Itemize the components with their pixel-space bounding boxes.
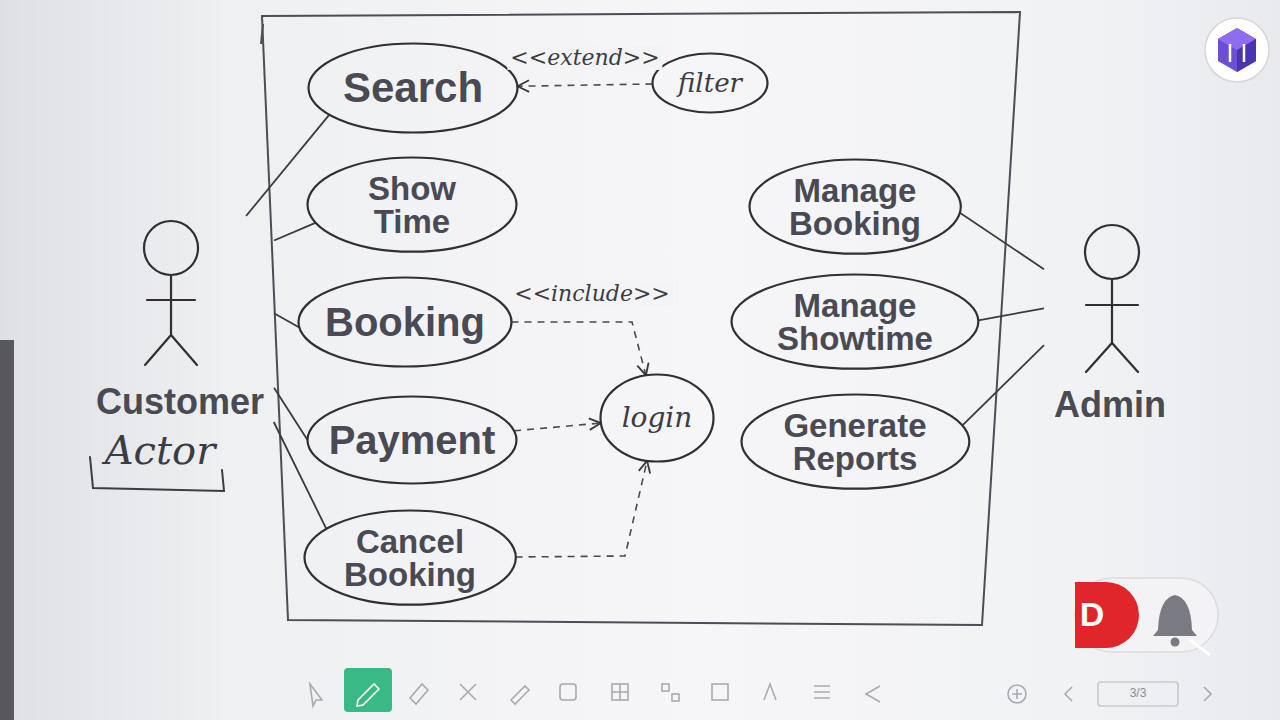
association-line (962, 345, 1044, 426)
toolbar (1008, 685, 1026, 703)
actor-figure: Customer (86, 216, 274, 422)
toolbar (1065, 687, 1072, 701)
subscribe-button (1190, 640, 1210, 655)
stick-figure-head (1085, 225, 1139, 279)
toolbar (310, 668, 1211, 712)
channel-logo (1230, 44, 1244, 62)
use-case-ellipse: Payment (306, 395, 518, 485)
subscribe-button (1171, 638, 1180, 647)
ellipse-outline (749, 160, 960, 254)
subscribe-button (1075, 578, 1218, 652)
actor-figure: Admin (1044, 220, 1176, 425)
page-counter: 3/3 (1130, 687, 1147, 700)
toolbar (344, 668, 392, 712)
presenter-shirt (0, 340, 14, 720)
ellipse-outline (732, 275, 979, 369)
toolbar (662, 684, 669, 691)
use-case-ellipse: Manage Showtime (730, 273, 980, 370)
stick-figure-head (144, 221, 198, 275)
system-boundary (261, 24, 263, 44)
use-case-name: Payment (329, 420, 496, 460)
use-case-ellipse: Manage Booking (748, 158, 962, 255)
toolbar (764, 684, 776, 700)
channel-logo (1205, 18, 1269, 82)
use-case-ellipse: Cancel Booking (303, 509, 517, 606)
use-case-name: Show Time (327, 172, 497, 238)
dependency-arrow (514, 423, 601, 431)
ellipse-outline (308, 158, 517, 252)
system-boundary (261, 12, 1020, 625)
ellipse-outline (308, 397, 517, 484)
ellipse-outline (601, 375, 714, 462)
toolbar (310, 684, 322, 706)
dependency-arrow (516, 461, 647, 557)
stick-figure-limb (147, 299, 195, 301)
use-case-name: login (622, 404, 693, 432)
channel-logo (1218, 28, 1256, 72)
toolbar (672, 694, 679, 701)
stereotype-label: <<include>> (511, 282, 673, 306)
association-line (274, 223, 315, 241)
handwritten-note: Actor (105, 428, 216, 472)
use-case-name: Manage Showtime (770, 289, 940, 355)
use-case-name: Search (343, 67, 483, 109)
actor-name: Customer (96, 381, 264, 422)
stick-figure (1085, 225, 1139, 372)
stick-figure (144, 221, 198, 365)
channel-logo (1205, 18, 1269, 82)
association-line (274, 313, 299, 327)
dependency-arrow (512, 322, 646, 375)
use-case-name: filter (678, 70, 742, 96)
stick-figure-limb (170, 275, 172, 335)
ellipse-outline (741, 395, 969, 489)
toolbar (1204, 687, 1211, 701)
toolbar (511, 686, 529, 704)
actor-name: Admin (1054, 384, 1166, 425)
ellipse-outline (309, 44, 518, 133)
toolbar (410, 684, 428, 704)
stick-figure-limb (1111, 279, 1113, 343)
presenter-shirt (0, 340, 14, 720)
association-line (246, 115, 329, 216)
use-case-ellipse: Generate Reports (740, 393, 971, 490)
use-case-ellipse: Search (307, 42, 519, 134)
ellipse-outline (299, 278, 512, 367)
use-case-ellipse: filter (651, 52, 769, 114)
toolbar (814, 686, 830, 698)
toolbar (1098, 682, 1178, 706)
subscribe-button (1075, 578, 1218, 655)
use-case-name: Manage Booking (770, 174, 940, 240)
stick-figure-limb (1086, 343, 1138, 372)
toolbar (1012, 689, 1022, 699)
subscribe-logo-letter: D (1080, 596, 1105, 633)
association-line (978, 308, 1044, 320)
ellipse-outline (304, 511, 515, 605)
dependency-arrow (517, 84, 652, 86)
connector-group (246, 84, 1044, 557)
stereotype-label: <<extend>> (507, 46, 662, 70)
subscribe-button (1075, 582, 1139, 648)
use-case-ellipse: login (599, 373, 715, 463)
toolbar (866, 686, 880, 702)
channel-logo (1237, 39, 1256, 72)
stick-figure-limb (145, 335, 197, 365)
use-case-name: Booking (325, 302, 485, 342)
use-case-ellipse: Booking (297, 276, 513, 368)
stick-figure-limb (1086, 304, 1138, 306)
use-case-ellipse: Show Time (306, 156, 518, 253)
toolbar (357, 684, 379, 706)
toolbar (460, 684, 476, 700)
association-line (274, 422, 327, 529)
system-boundary (262, 12, 1020, 625)
ellipse-outline (653, 54, 768, 113)
association-line (960, 213, 1044, 269)
subscribe-button (1153, 595, 1197, 636)
toolbar (612, 684, 628, 700)
use-case-name: Cancel Booking (325, 525, 495, 591)
toolbar (560, 684, 576, 700)
use-case-name: Generate Reports (770, 409, 940, 475)
toolbar (712, 684, 728, 700)
toolbar (612, 684, 628, 700)
